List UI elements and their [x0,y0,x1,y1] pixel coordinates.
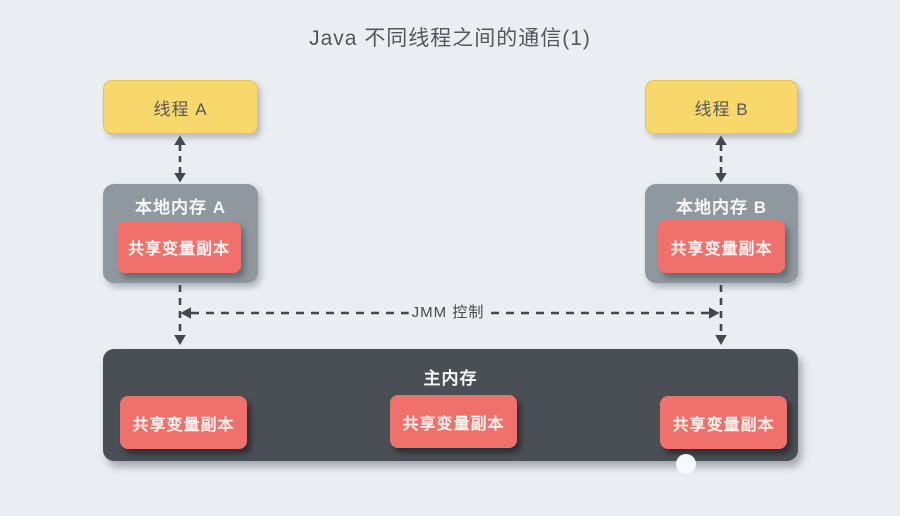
shared-copy-box-local-a: 共享变量副本 [117,221,241,273]
shared-copy-box-main-3: 共享变量副本 [660,396,787,449]
page-title: Java 不同线程之间的通信(1) [309,27,591,50]
arrow-local-memory-a-main-memory [174,285,186,345]
shared-copy-label: 共享变量副本 [402,415,505,433]
jmm-control-label: JMM 控制 [408,303,488,323]
shared-copy-box-local-b: 共享变量副本 [658,220,785,273]
shared-copy-label: 共享变量副本 [670,240,773,258]
main-memory-label: 主内存 [423,369,478,388]
thread-a-box: 线程 A [103,80,258,134]
shared-copy-box-main-2: 共享变量副本 [390,395,517,448]
thread-a-label: 线程 A [153,99,208,119]
local-memory-b-box: 本地内存 B 共享变量副本 [645,184,798,283]
arrow-thread-a-local-memory-a [174,135,186,183]
shared-copy-label: 共享变量副本 [127,241,230,258]
arrow-thread-b-local-memory-b [715,135,727,183]
thread-b-box: 线程 B [645,80,798,134]
shared-copy-box-main-1: 共享变量副本 [120,396,247,449]
shared-copy-label: 共享变量副本 [672,416,775,434]
main-memory-box: 主内存 共享变量副本 共享变量副本 共享变量副本 [103,349,798,461]
arrow-local-memory-b-main-memory [715,285,727,345]
notch-circle [676,454,696,474]
local-memory-a-label: 本地内存 A [135,198,226,217]
local-memory-b-label: 本地内存 B [676,198,767,217]
local-memory-a-box: 本地内存 A 共享变量副本 [103,184,258,283]
shared-copy-label: 共享变量副本 [132,416,235,434]
thread-b-label: 线程 B [694,99,749,119]
